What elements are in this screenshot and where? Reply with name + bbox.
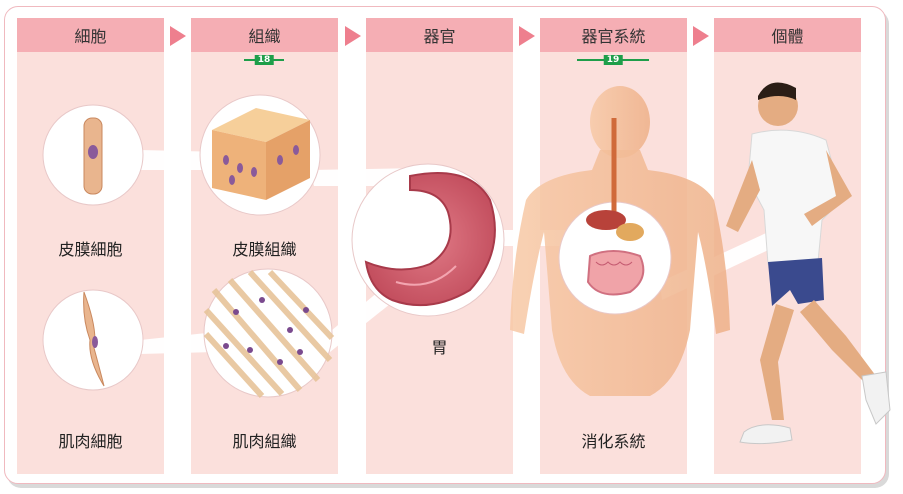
- column-cell: [17, 18, 164, 474]
- label-epithelial-cell: 皮膜細胞: [58, 240, 123, 259]
- column-tissue: [191, 18, 338, 474]
- arrow-right-icon: [170, 26, 186, 46]
- runner-image: [726, 82, 891, 445]
- human-body-image: [510, 86, 730, 396]
- stomach-image: [351, 163, 505, 317]
- header-organ: 器官: [366, 18, 513, 52]
- epithelial-tissue-image: [199, 94, 321, 216]
- label-epithelial-tissue: 皮膜組織: [232, 240, 297, 259]
- arrow-right-icon: [693, 26, 709, 46]
- muscle-tissue-image: [203, 268, 335, 399]
- arrow-right-icon: [345, 26, 361, 46]
- label-digestive-system: 消化系統: [581, 432, 646, 451]
- header-organism: 個體: [714, 18, 861, 52]
- page-ref-organ-system[interactable]: 19: [577, 55, 649, 65]
- callout-connector: [140, 332, 216, 354]
- label-muscle-tissue: 肌肉組織: [232, 432, 297, 451]
- header-organ-system: 器官系統: [540, 18, 687, 52]
- label-stomach: 胃: [431, 338, 448, 357]
- arrow-right-icon: [519, 26, 535, 46]
- page-ref-tissue[interactable]: 18: [244, 55, 284, 65]
- muscle-cell-image: [42, 289, 144, 391]
- epithelial-cell-image: [42, 104, 144, 206]
- callout-connector: [660, 222, 798, 300]
- header-cell: 細胞: [17, 18, 164, 52]
- label-muscle-cell: 肌肉細胞: [58, 432, 123, 451]
- header-tissue: 組織: [191, 18, 338, 52]
